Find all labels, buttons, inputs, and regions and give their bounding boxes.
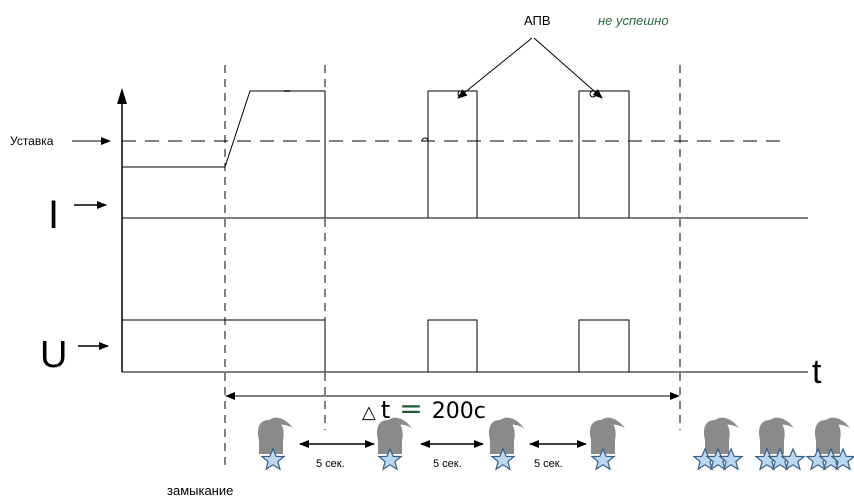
fault-label: замыкание [167, 483, 233, 497]
voltage-pulse-1 [427, 319, 478, 372]
time-axis-label: t [812, 353, 822, 391]
current-waveform-fault [122, 90, 326, 218]
reclose-arrow-1 [457, 37, 533, 99]
setpoint-label: Уставка [10, 134, 54, 148]
voltage-pulse-2 [578, 319, 630, 372]
current-pulse-reclose-1 [427, 90, 478, 218]
interval-label-1: 5 сек. [316, 458, 345, 470]
voltage-waveform-initial [122, 319, 326, 372]
current-label: I [48, 193, 59, 237]
interval-label-2: 5 сек. [433, 458, 462, 470]
reclose-arrow-2 [533, 37, 603, 99]
current-pulse-reclose-2 [578, 90, 636, 219]
reclose-label: АПВ [524, 13, 551, 28]
duration-label: △t=200с [362, 392, 486, 425]
reclose-status-label: не успешно [598, 13, 669, 28]
interval-label-3: 5 сек. [534, 458, 563, 470]
voltage-label: U [40, 334, 67, 376]
y-axis-arrow [117, 88, 127, 104]
